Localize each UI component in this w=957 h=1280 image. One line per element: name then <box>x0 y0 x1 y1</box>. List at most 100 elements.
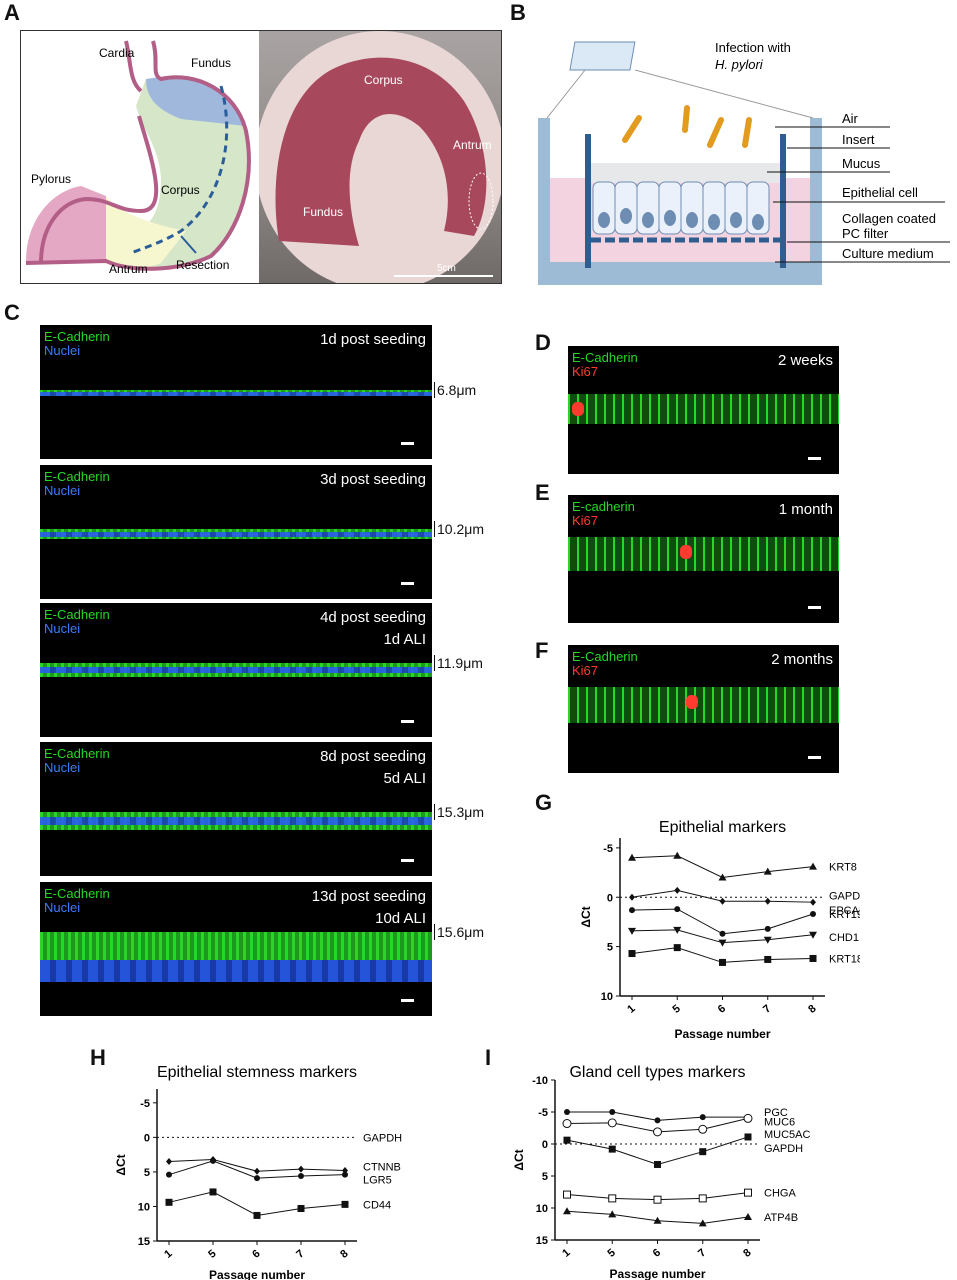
x-tick-label: 5 <box>605 1247 617 1260</box>
series-line <box>566 1136 749 1166</box>
photo-label-fundus: Fundus <box>303 205 343 219</box>
y-axis-label: ΔCt <box>579 906 593 927</box>
data-point <box>609 1109 616 1115</box>
data-point <box>628 927 636 935</box>
data-point <box>719 897 726 905</box>
reference-label: GAPDH <box>829 890 860 902</box>
timepoint-label: 1d post seeding <box>320 331 426 348</box>
panel-letter-a: A <box>4 0 20 25</box>
chart-title: Gland cell types markers <box>569 1064 745 1081</box>
label-collagen: Collagen coated <box>842 211 936 226</box>
data-point <box>209 1188 217 1196</box>
data-point <box>210 1157 216 1164</box>
x-tick-label: 7 <box>761 1003 773 1016</box>
timepoint-label: 8d post seeding <box>320 748 426 765</box>
stomach-outline <box>25 40 251 271</box>
panel-letter-g: G <box>535 790 553 815</box>
epithelial-cells <box>592 181 770 235</box>
scale-bar <box>808 457 821 460</box>
label-insert: Insert <box>842 132 875 147</box>
data-point <box>629 907 635 914</box>
data-point <box>764 925 771 932</box>
epithelial-layer <box>568 394 839 424</box>
nuclei-layer <box>40 960 432 982</box>
photo-label-corpus: Corpus <box>364 73 403 87</box>
stain-label-ki67: Ki67 <box>572 513 599 528</box>
data-point <box>699 1148 707 1156</box>
y-tick-label: 10 <box>601 991 613 1003</box>
data-point <box>699 1114 706 1121</box>
y-tick-label: 5 <box>144 1167 150 1179</box>
data-point <box>653 1127 662 1137</box>
panel-letter-i: I <box>485 1045 492 1070</box>
data-point <box>254 1167 260 1175</box>
series-cd44: CD44 <box>165 1188 391 1219</box>
timepoint-label: 3d post seeding <box>320 471 426 488</box>
x-tick-label: 7 <box>696 1247 708 1260</box>
data-point <box>562 1119 572 1129</box>
data-point <box>698 1124 708 1134</box>
series-epcam: EPCAM <box>629 886 860 917</box>
x-axis-label: Passage number <box>609 1267 705 1280</box>
chart-title: Epithelial stemness markers <box>157 1064 357 1081</box>
series-chga: CHGA <box>563 1188 796 1204</box>
label-pylorus: Pylorus <box>31 172 71 186</box>
y-tick-label: -5 <box>140 1098 150 1110</box>
data-point <box>654 1160 661 1168</box>
panel-a: Cardia Fundus Pylorus Corpus Antrum Rese… <box>20 30 502 284</box>
x-tick-label: 8 <box>338 1248 350 1261</box>
epithelial-layer <box>40 932 432 960</box>
data-point <box>809 862 817 870</box>
mucus-layer <box>590 163 780 183</box>
ki67-positive-cell <box>572 402 584 416</box>
data-point <box>563 1136 571 1144</box>
resection-arrow <box>180 235 197 254</box>
resection-line <box>130 85 229 255</box>
scale-label: 5cm <box>437 263 456 274</box>
nuclei-layer <box>40 667 432 673</box>
data-point <box>342 1171 348 1178</box>
stain-label-ecadherin: E-Cadherin <box>44 469 110 484</box>
data-point <box>673 944 681 952</box>
label-epithelial-cell: Epithelial cell <box>842 185 918 200</box>
data-point <box>166 1158 172 1166</box>
stain-label-nuclei: Nuclei <box>44 343 81 358</box>
scale-bar <box>401 442 414 445</box>
data-point <box>608 1194 617 1203</box>
series-label: CD44 <box>363 1199 391 1211</box>
micrograph-title: 1 month <box>778 501 833 518</box>
series-label: MUC6 <box>764 1116 795 1128</box>
transwell-diagram: Infection with H. pylori <box>538 40 950 285</box>
data-point <box>165 1198 173 1206</box>
panel-letter-d: D <box>535 330 551 355</box>
series-muc5ac: MUC5AC <box>563 1129 811 1168</box>
x-tick-label: 1 <box>560 1247 572 1260</box>
data-point <box>674 906 681 913</box>
stomach-diagram: Cardia Fundus Pylorus Corpus Antrum Rese… <box>25 40 251 276</box>
thickness-label: 15.6μm <box>434 924 484 940</box>
thickness-label: 10.2μm <box>434 521 484 537</box>
x-axis-label: Passage number <box>209 1268 305 1280</box>
data-point <box>809 931 817 939</box>
data-point <box>810 911 816 918</box>
label-resection: Resection <box>176 258 229 272</box>
stomach-photo: Corpus Antrum Fundus 5cm <box>259 31 501 283</box>
thickness-label: 11.9μm <box>434 655 483 671</box>
data-point <box>744 1133 752 1141</box>
y-tick-label: 5 <box>542 1171 548 1183</box>
photo-label-antrum: Antrum <box>453 138 492 152</box>
stain-label-ki67: Ki67 <box>572 663 599 678</box>
data-point <box>608 1145 616 1153</box>
y-tick-label: 0 <box>144 1132 150 1144</box>
data-point <box>628 853 636 861</box>
data-point <box>743 1113 753 1123</box>
reference-label: GAPDH <box>764 1143 803 1155</box>
timepoint-label: 4d post seeding <box>320 609 426 626</box>
antrum-marker <box>468 172 494 230</box>
series-line <box>168 1191 346 1216</box>
panel-letter-f: F <box>535 638 549 663</box>
series-atp4b: ATP4B <box>563 1207 798 1227</box>
